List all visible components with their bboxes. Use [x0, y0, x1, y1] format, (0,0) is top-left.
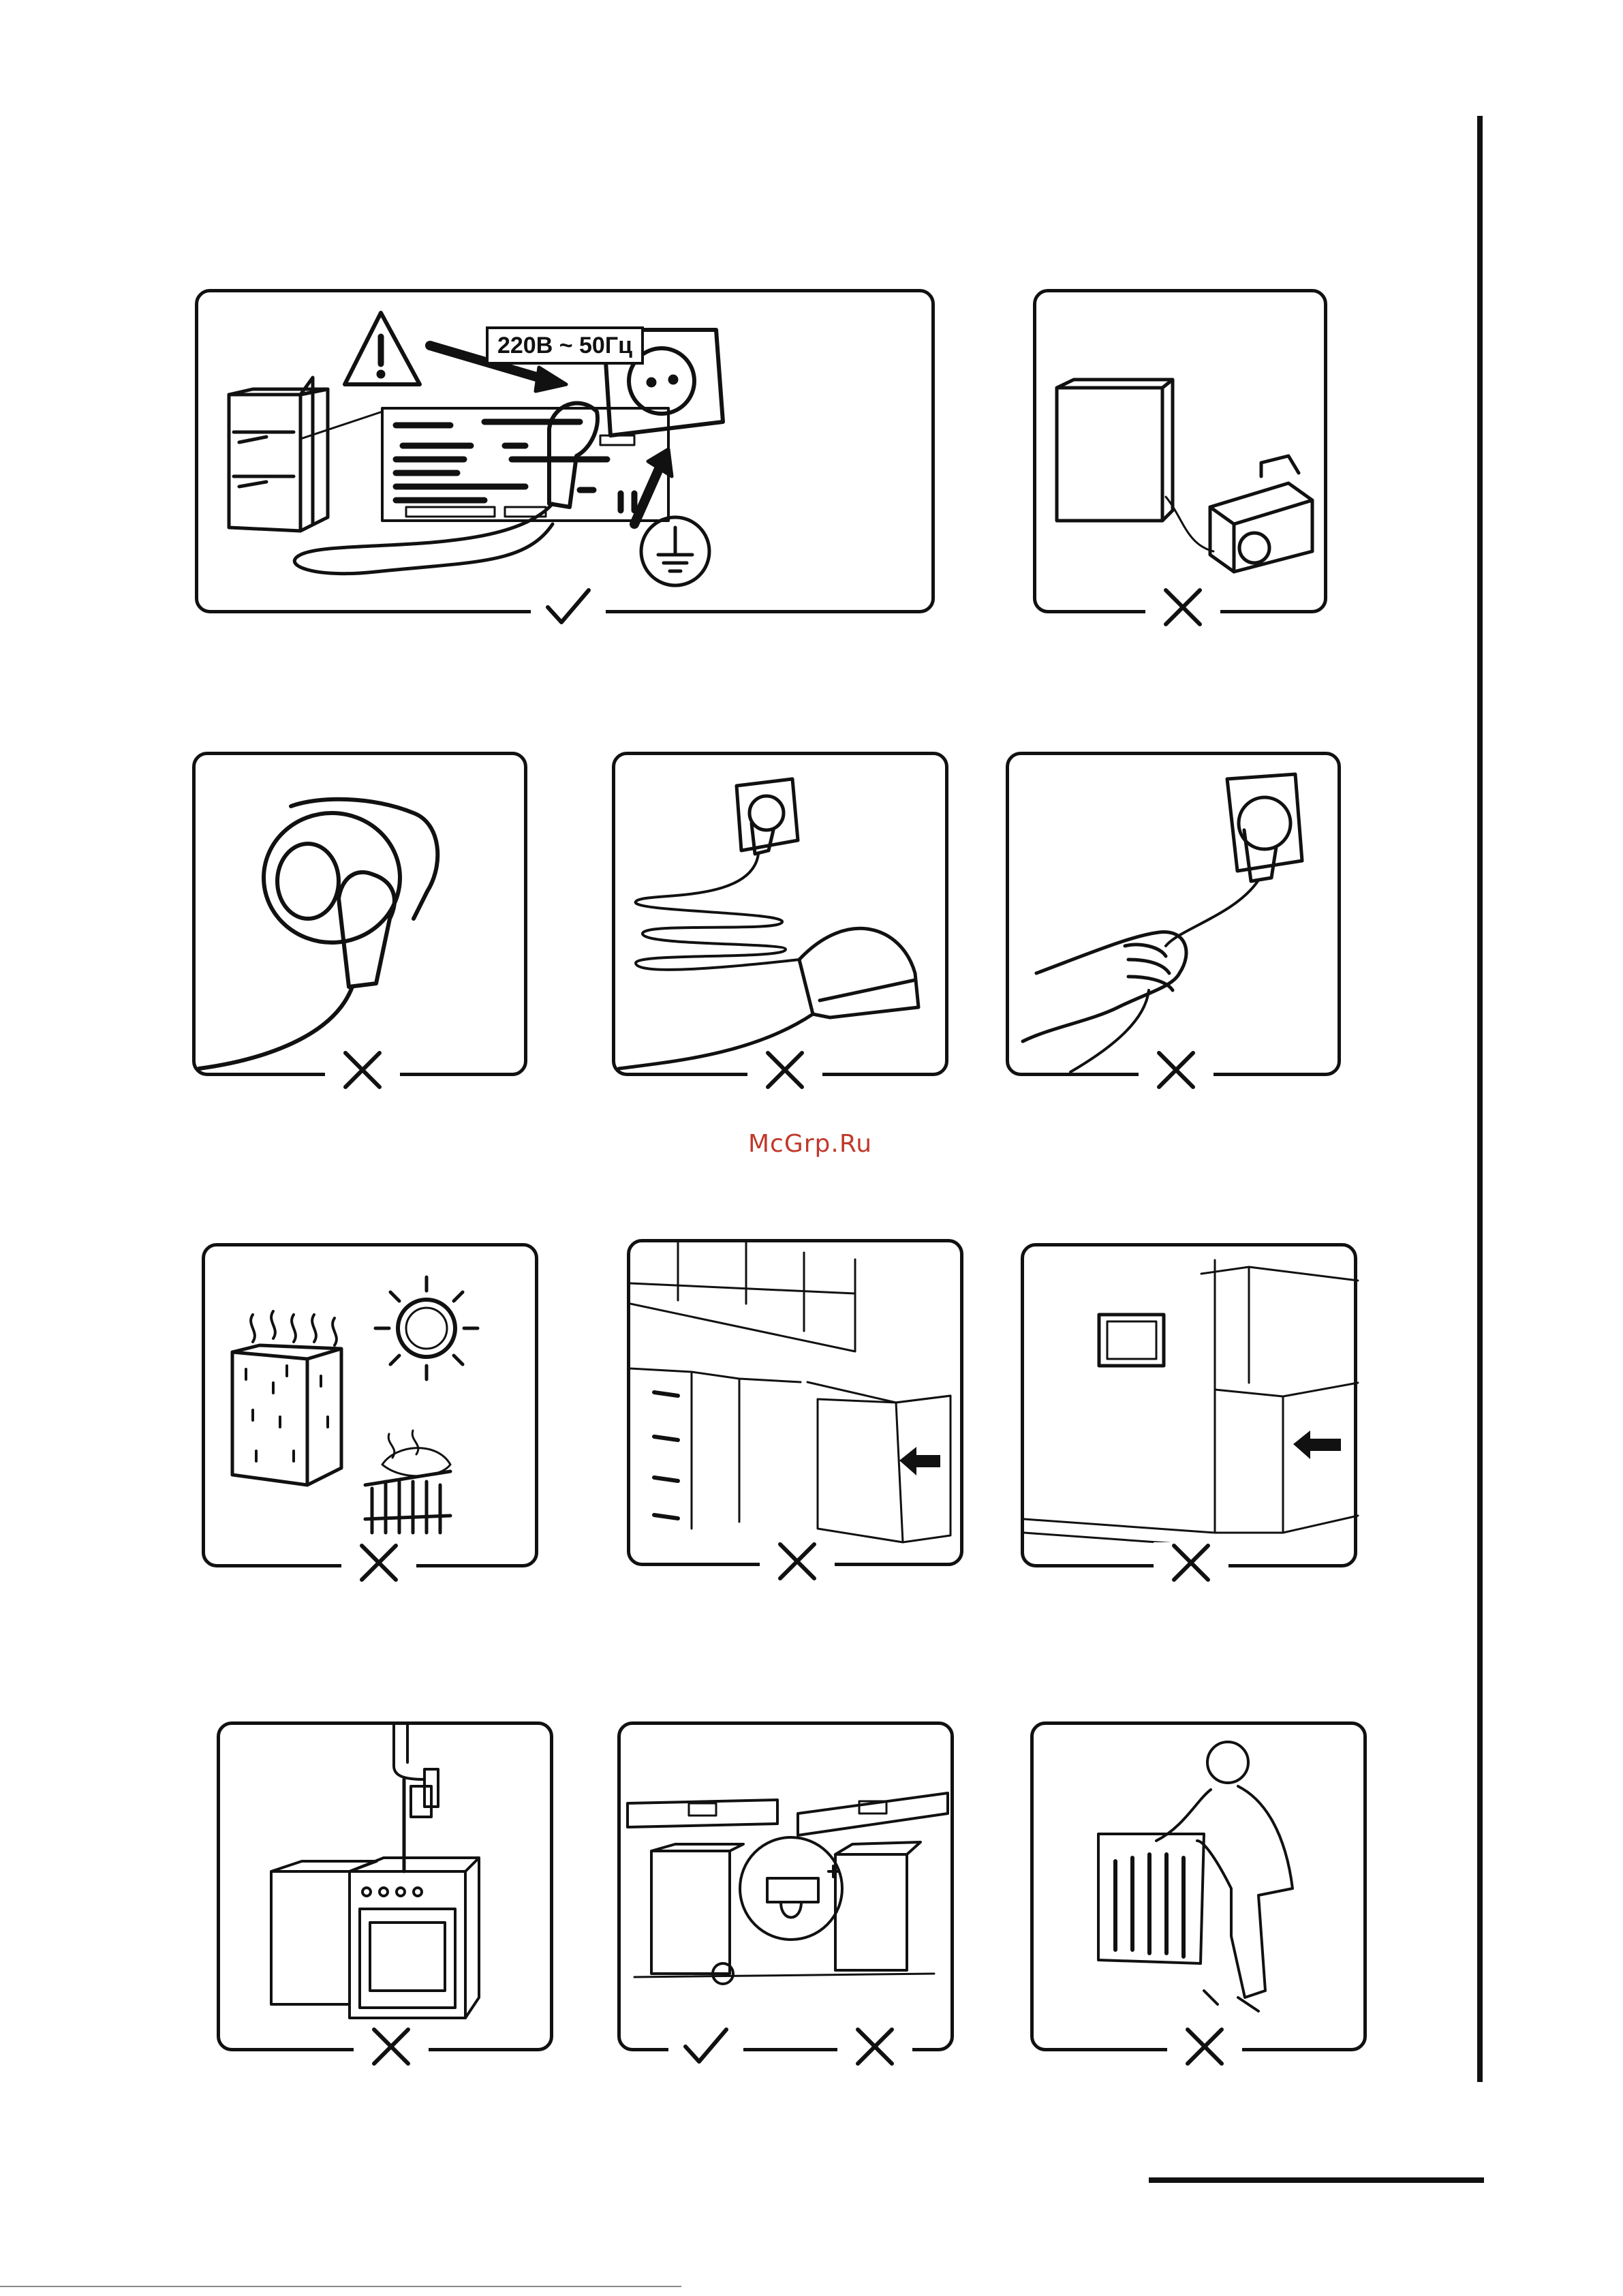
cross-mark — [325, 1050, 400, 1090]
generator-icon — [1210, 456, 1312, 572]
check-mark — [531, 587, 606, 628]
socket-icon — [1227, 774, 1302, 881]
stove-icon — [350, 1858, 479, 2018]
rating-label: 220В ~ 50Гц — [486, 326, 644, 365]
bottom-right-rule — [1149, 2177, 1484, 2183]
person-icon — [1156, 1742, 1293, 2011]
fridge-icon — [229, 378, 328, 531]
warning-triangle-icon — [345, 313, 420, 384]
cross-mark — [341, 1542, 416, 1583]
panel-heat-sources — [202, 1243, 538, 1567]
hand-icon — [1023, 932, 1186, 1041]
panel-near-gas-stove — [217, 1721, 553, 2051]
cross-icon — [780, 1544, 814, 1578]
condenser-coil-icon — [1098, 1834, 1204, 1963]
panel-damaged-socket — [192, 752, 527, 1076]
rating-plate-icon — [300, 408, 668, 521]
panel-kitchen-cabinet — [627, 1239, 963, 1566]
cross-mark — [1145, 587, 1220, 628]
cross-mark — [354, 2026, 429, 2067]
panel-back-coil — [1030, 1721, 1367, 2051]
plug-icon — [199, 872, 395, 1069]
cross-mark — [747, 1050, 822, 1090]
leveling-foot-icon — [740, 1837, 842, 1940]
panel-grounded-outlet: 220В ~ 50Гц — [195, 289, 935, 613]
plug-icon — [619, 928, 918, 1069]
fridge-icon — [1057, 380, 1173, 521]
arrow-icon — [899, 1447, 940, 1475]
cross-icon — [1174, 1546, 1208, 1580]
watermark: McGrp.Ru — [748, 1130, 872, 1158]
panel-leveling — [617, 1721, 954, 2051]
cross-icon — [858, 2030, 892, 2064]
radiator-icon — [365, 1430, 450, 1533]
right-margin-rule — [1477, 116, 1483, 2082]
socket-icon — [264, 799, 437, 943]
sun-icon — [375, 1277, 478, 1379]
cross-icon — [345, 1053, 380, 1087]
panel-generator — [1033, 289, 1327, 613]
cross-mark — [1167, 2026, 1242, 2067]
panel-coiled-cord — [612, 752, 948, 1076]
check-mark — [668, 2026, 743, 2067]
spirit-level-icon — [628, 1793, 948, 1835]
cross-mark — [1154, 1542, 1228, 1583]
check-icon — [548, 590, 589, 622]
cross-icon — [768, 1053, 802, 1087]
panel-pull-cord — [1006, 752, 1341, 1076]
cross-icon — [1188, 2030, 1222, 2064]
cross-mark — [1139, 1050, 1214, 1090]
cross-icon — [374, 2030, 408, 2064]
picture-frame-icon — [1099, 1315, 1164, 1366]
cross-icon — [1159, 1053, 1193, 1087]
cross-mark — [760, 1541, 835, 1582]
cross-icon — [362, 1546, 396, 1580]
arrow-icon — [1293, 1430, 1341, 1459]
cross-mark — [837, 2026, 912, 2067]
cross-icon — [1166, 590, 1200, 624]
page-bottom-edge — [0, 2286, 681, 2287]
panel-wall-niche — [1021, 1243, 1357, 1567]
socket-icon — [737, 779, 798, 854]
cabinet-icon — [630, 1242, 950, 1542]
gas-meter-icon — [394, 1725, 438, 1871]
fridge-icon — [232, 1311, 341, 1485]
ground-symbol-icon — [641, 517, 709, 585]
check-icon — [685, 2030, 726, 2062]
